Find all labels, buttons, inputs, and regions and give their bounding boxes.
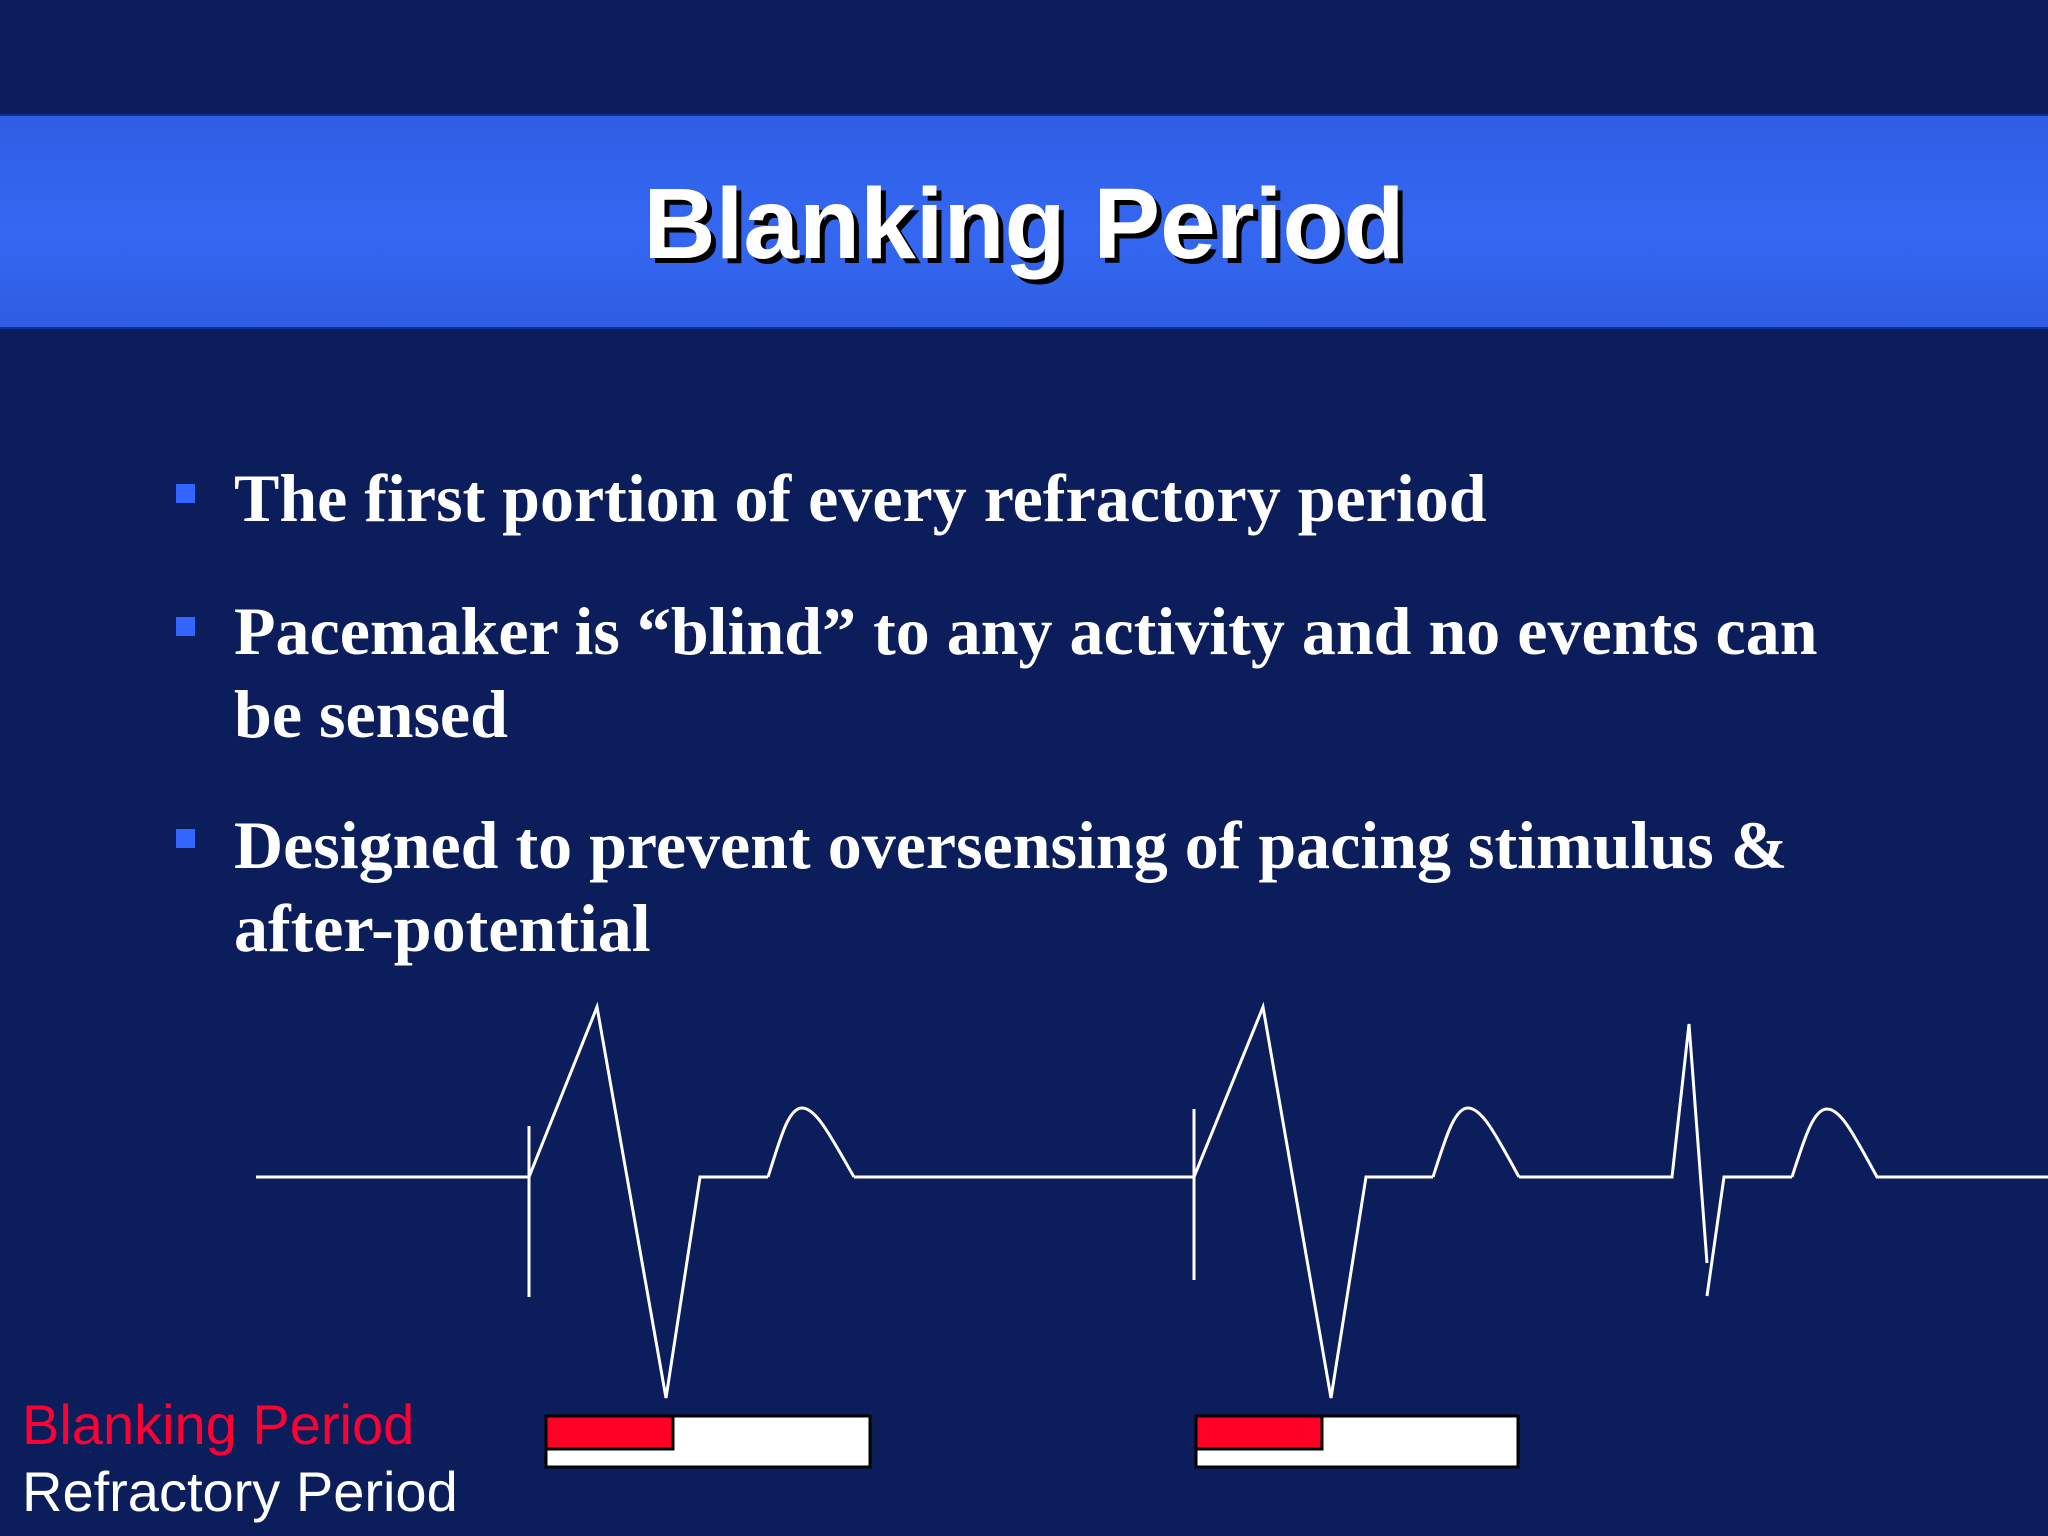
bullet-text-line: Pacemaker is “blind” to any activity and… <box>234 593 1818 669</box>
ecg-paced-beat-1 <box>256 1001 768 1399</box>
bullet-text-line: after-potential <box>234 890 651 966</box>
pacing-spikes <box>527 1109 1196 1297</box>
legend-blanking-period: Blanking Period <box>22 1393 415 1456</box>
bullet-square-icon <box>176 829 195 848</box>
bullet-square-icon <box>176 484 195 503</box>
legend-refractory-period: Refractory Period <box>22 1460 458 1523</box>
t-wave-3 <box>1790 1107 2048 1179</box>
timing-bar-2 <box>1194 1414 1520 1469</box>
ecg-baseline-2 <box>854 1001 1433 1399</box>
ecg-trace <box>256 1001 2048 1399</box>
title-band <box>0 114 2048 329</box>
t-wave-2 <box>1431 1106 1521 1178</box>
bullet-text-line: The first portion of every refractory pe… <box>234 460 1487 536</box>
t-wave-1 <box>766 1106 856 1178</box>
ecg-intrinsic-beat-return <box>1705 1175 1792 1297</box>
bullet-square-icon <box>176 617 195 636</box>
blanking-period-bar <box>544 1414 675 1451</box>
bullet-text-line: be sensed <box>234 676 508 752</box>
slide-title: Blanking Period <box>643 168 1405 280</box>
blanking-period-bar <box>1194 1414 1324 1451</box>
ecg-intrinsic-beat <box>1519 1023 1709 1264</box>
timing-bar-1 <box>544 1414 872 1469</box>
bullet-text-line: Designed to prevent oversensing of pacin… <box>234 807 1788 883</box>
timing-bars <box>544 1414 1520 1469</box>
